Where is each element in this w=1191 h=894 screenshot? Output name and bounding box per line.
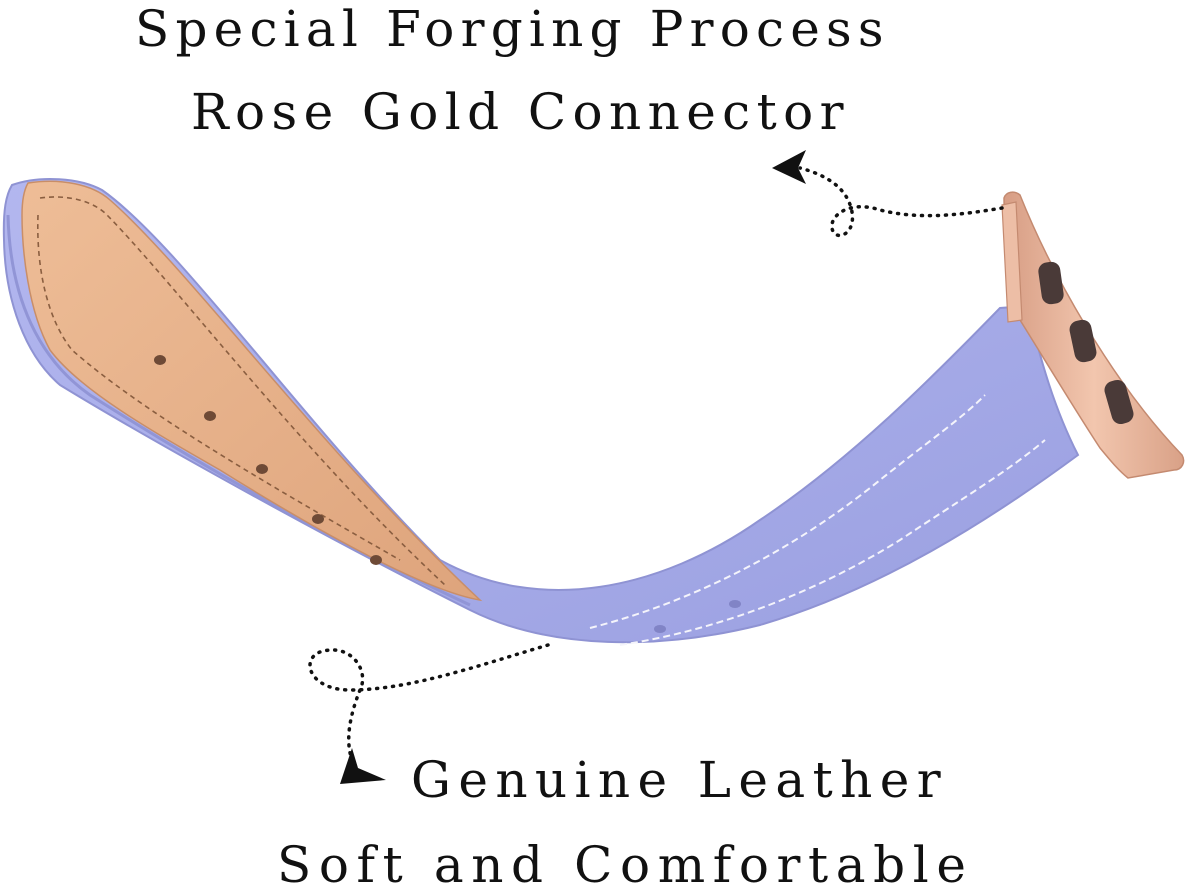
- strap-top-stitching: [589, 394, 986, 629]
- rose-gold-connector: [1001, 191, 1185, 479]
- dotted-loop-arrow-icon: [308, 643, 550, 762]
- leather-caption-line-2: Soft and Comfortable: [277, 836, 974, 894]
- strap-hole: [654, 625, 666, 633]
- connector-callout-arrow: [772, 150, 1004, 238]
- arrowhead-icon: [340, 748, 386, 784]
- connector-caption-line-1: Special Forging Process: [135, 0, 890, 58]
- leather-strap: [2, 177, 1080, 646]
- leather-caption-line-1: Genuine Leather: [411, 751, 949, 809]
- connector-pin: [1001, 201, 1023, 323]
- strap-inner-lining: [21, 180, 483, 602]
- lining-stitching: [39, 196, 446, 586]
- buckle-hole: [256, 464, 268, 474]
- buckle-hole: [370, 555, 382, 565]
- connector-caption-line-2: Rose Gold Connector: [191, 83, 850, 141]
- strap-bottom-stitching: [619, 439, 1046, 646]
- buckle-hole: [154, 355, 166, 365]
- connector-slot: [1038, 261, 1064, 305]
- connector-slot: [1104, 379, 1134, 425]
- dotted-loop-arrow-icon: [798, 166, 1004, 238]
- buckle-hole: [312, 514, 324, 524]
- leather-callout-arrow: [308, 643, 550, 784]
- arrowhead-icon: [772, 150, 806, 184]
- buckle-holes: [154, 355, 382, 565]
- strap-outer-leather: [2, 177, 1080, 644]
- strap-hole: [729, 600, 741, 608]
- buckle-hole: [204, 411, 216, 421]
- connector-slot: [1069, 319, 1097, 363]
